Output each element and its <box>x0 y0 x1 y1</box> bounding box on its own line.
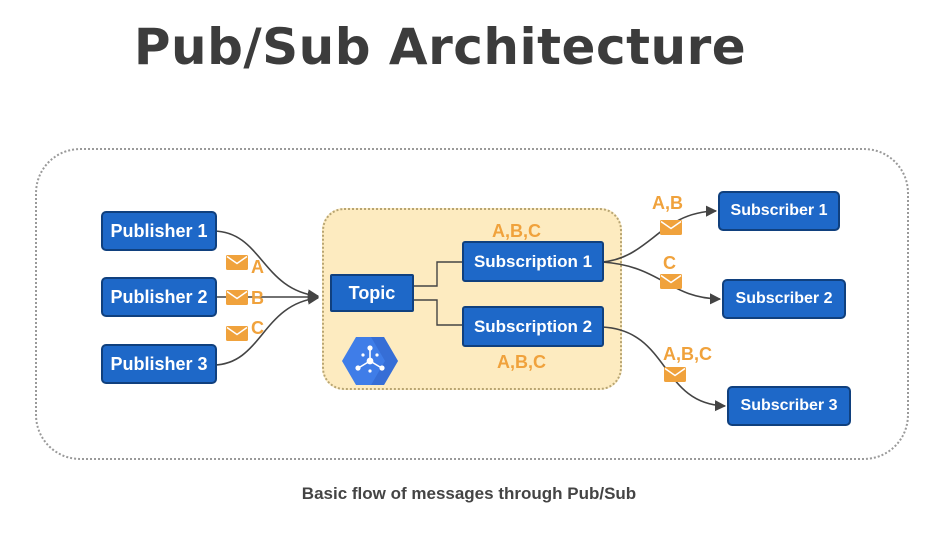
message-label-publisher-2: B <box>251 288 264 308</box>
subscription-2-node[interactable]: Subscription 2 <box>462 306 604 347</box>
message-label-subscription-2: A,B,C <box>497 352 546 372</box>
architecture-frame <box>35 148 909 460</box>
subscriber-3-node[interactable]: Subscriber 3 <box>727 386 851 426</box>
topic-node[interactable]: Topic <box>330 274 414 312</box>
edge-topic-subscription-2 <box>413 299 462 326</box>
edge-publisher-3-topic <box>213 293 320 366</box>
message-label-subscription-1: A,B,C <box>492 221 541 241</box>
envelope-icon <box>226 290 248 305</box>
message-label-subscriber-3: A,B,C <box>663 344 712 364</box>
envelope-icon <box>660 274 682 289</box>
envelope-icon <box>226 255 248 270</box>
message-label-subscriber-1: A,B <box>652 193 683 213</box>
edge-subscription-2-subscriber-3 <box>601 326 727 412</box>
message-label-subscriber-2: C <box>663 253 676 273</box>
diagram-caption: Basic flow of messages through Pub/Sub <box>301 484 637 503</box>
edge-subscription-1-subscriber-1 <box>601 205 718 263</box>
envelope-icon <box>664 367 686 382</box>
publisher-3-node[interactable]: Publisher 3 <box>101 344 217 384</box>
subscriber-1-node[interactable]: Subscriber 1 <box>718 191 840 231</box>
publisher-2-node[interactable]: Publisher 2 <box>101 277 217 317</box>
edge-publisher-1-topic <box>213 230 320 301</box>
subscription-1-node[interactable]: Subscription 1 <box>462 241 604 282</box>
edge-topic-subscription-1 <box>413 261 462 287</box>
envelope-icon <box>660 220 682 235</box>
subscriber-2-node[interactable]: Subscriber 2 <box>722 279 846 319</box>
page-title: Pub/Sub Architecture <box>133 18 747 76</box>
message-label-publisher-1: A <box>251 257 264 277</box>
message-label-publisher-3: C <box>251 318 264 338</box>
pubsub-hub-icon <box>342 337 398 385</box>
publisher-1-node[interactable]: Publisher 1 <box>101 211 217 251</box>
envelope-icon <box>226 326 248 341</box>
